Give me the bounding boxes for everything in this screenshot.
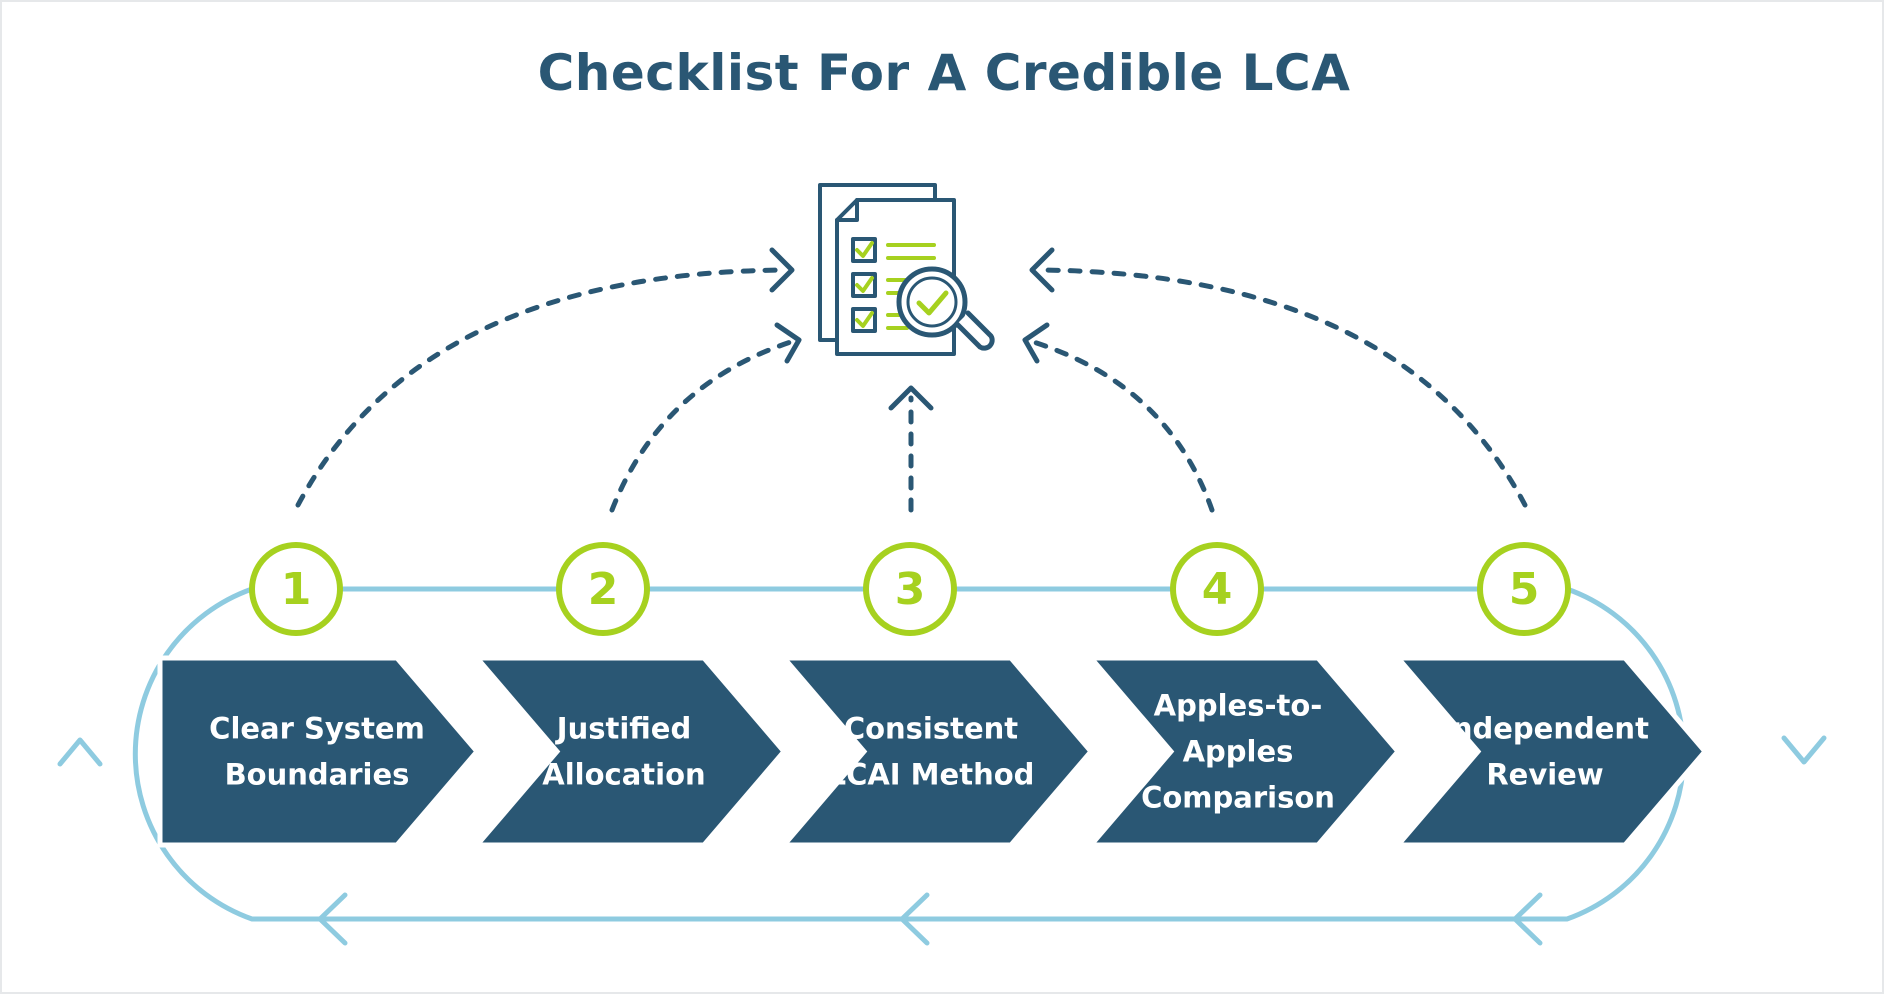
step-4-label-line: Apples xyxy=(1183,735,1294,769)
step-1-label-line: Boundaries xyxy=(225,758,410,792)
step-1-number: 1 xyxy=(281,564,312,615)
step-3-label-line: LCAI Method xyxy=(828,758,1035,792)
dashed-arrow-5 xyxy=(1034,267,1528,508)
page-fold-shape xyxy=(835,198,859,222)
step-5-label-line: Independent xyxy=(1441,712,1649,746)
cycle-loop-path xyxy=(132,586,1687,922)
step-3-number: 3 xyxy=(895,564,926,615)
loop-arrow-left-icon xyxy=(57,737,103,767)
dashed-arrow-4-head-icon xyxy=(1022,322,1050,364)
dashed-arrow-1 xyxy=(295,267,790,508)
step-4-number: 4 xyxy=(1202,564,1233,615)
dashed-arrows xyxy=(295,247,1528,513)
step-2-label-line: Justified xyxy=(555,712,691,746)
step-1-circle xyxy=(249,542,343,636)
step-4-label-line: Comparison xyxy=(1141,781,1335,815)
chevron-step-1 xyxy=(157,655,481,848)
step-2-label-line: Allocation xyxy=(542,758,705,792)
chevron-step-5 xyxy=(1392,655,1709,848)
magnifier-handle-shape xyxy=(954,310,995,351)
dashed-arrow-1-head-icon xyxy=(769,247,795,293)
step-4-label-line: Apples-to- xyxy=(1154,689,1323,723)
step-3-label-line: Consistent xyxy=(844,712,1018,746)
step-4-circle xyxy=(1170,542,1264,636)
step-2-circle xyxy=(556,542,650,636)
step-5-circle xyxy=(1477,542,1571,636)
chevron-step-3 xyxy=(778,655,1095,848)
loop-arrow-bottom-1-icon xyxy=(1512,892,1543,946)
loop-arrow-right-icon xyxy=(1781,735,1827,765)
checklist-document-magnifier-icon xyxy=(818,183,995,356)
step-5-label-line: Review xyxy=(1486,758,1603,792)
loop-arrow-bottom-2-icon xyxy=(899,892,930,946)
dashed-arrow-2 xyxy=(609,337,800,513)
chevron-step-2 xyxy=(471,655,788,848)
step-3-circle xyxy=(863,542,957,636)
chevron-step-4 xyxy=(1085,655,1402,848)
dashed-arrow-3-head-icon xyxy=(888,385,934,411)
dashed-arrow-5-head-icon xyxy=(1029,247,1055,293)
dashed-arrow-4 xyxy=(1024,337,1215,513)
step-1-label-line: Clear System xyxy=(209,712,425,746)
cycle-loop xyxy=(57,586,1827,946)
dashed-arrow-2-head-icon xyxy=(774,322,802,364)
step-5-number: 5 xyxy=(1509,564,1540,615)
diagram-title: Checklist For A Credible LCA xyxy=(537,44,1351,102)
step-2-number: 2 xyxy=(588,564,619,615)
step-number-circles: 1 2 3 4 5 xyxy=(249,542,1571,636)
loop-arrow-bottom-3-icon xyxy=(317,892,348,946)
